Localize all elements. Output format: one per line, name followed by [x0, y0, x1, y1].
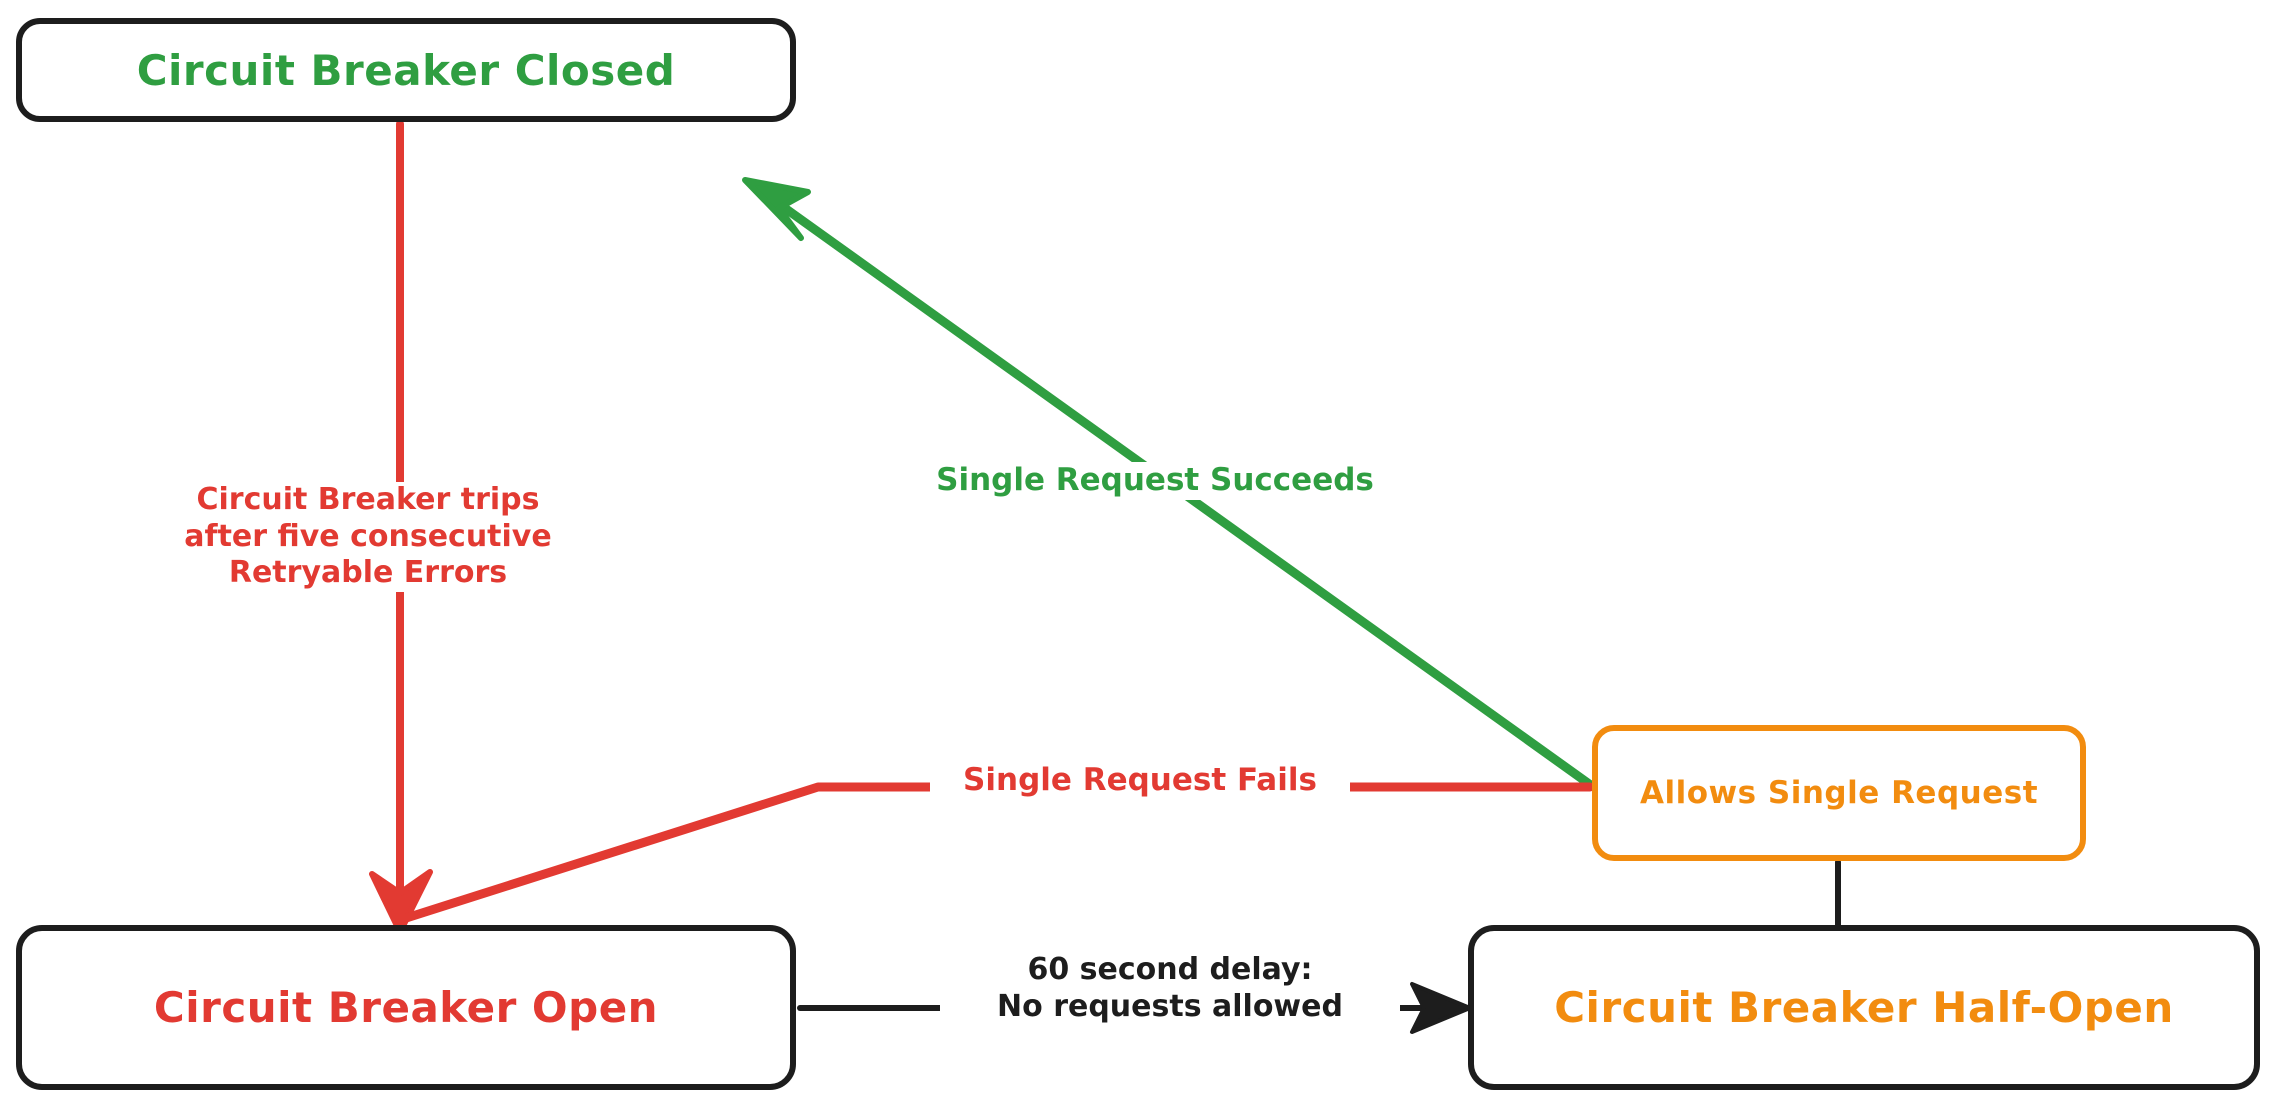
node-label-circuit-breaker-open: Circuit Breaker Open [153, 983, 659, 1032]
edge-label-sixty-second-delay: 60 second delay: No requests allowed [940, 952, 1400, 1026]
node-allows-single-request[interactable]: Allows Single Request [1592, 725, 2086, 861]
node-label-circuit-breaker-closed: Circuit Breaker Closed [136, 45, 676, 95]
edge-label-single-request-succeeds: Single Request Succeeds [900, 462, 1410, 500]
node-label-allows-single-request: Allows Single Request [1639, 775, 2039, 811]
edge-label-circuit-breaker-trips: Circuit Breaker trips after five consecu… [158, 482, 578, 592]
edge-label-single-request-fails: Single Request Fails [930, 762, 1350, 800]
node-label-circuit-breaker-half-open: Circuit Breaker Half-Open [1554, 983, 2174, 1032]
edge-allows-to-open [395, 782, 1595, 925]
node-circuit-breaker-open[interactable]: Circuit Breaker Open [16, 925, 796, 1090]
node-circuit-breaker-closed[interactable]: Circuit Breaker Closed [16, 18, 796, 122]
node-circuit-breaker-half-open[interactable]: Circuit Breaker Half-Open [1468, 925, 2260, 1090]
